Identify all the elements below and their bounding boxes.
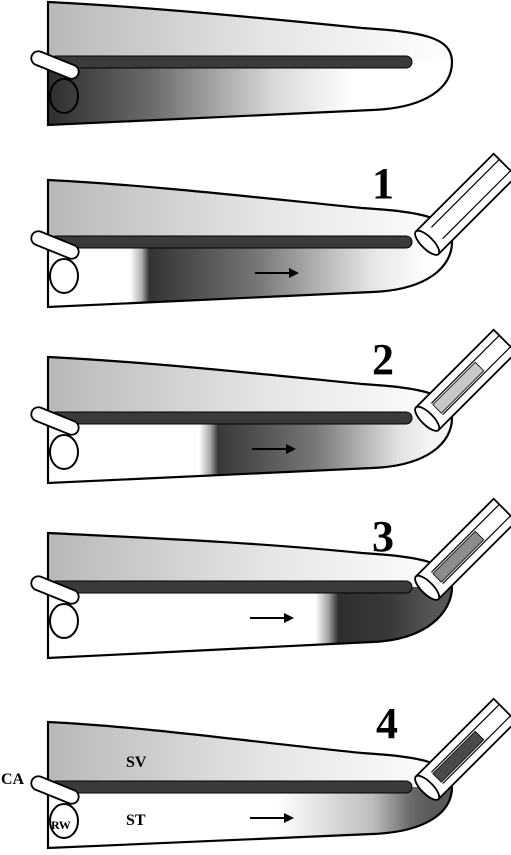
cochlea-panel-2 bbox=[30, 328, 511, 485]
panel-number-3: 3 bbox=[372, 512, 394, 561]
pipette-line bbox=[442, 515, 511, 585]
flow-arrow-head bbox=[286, 444, 296, 454]
pipette-tip bbox=[414, 774, 441, 801]
cochlear-partition bbox=[49, 411, 413, 425]
pipette-tip bbox=[414, 574, 441, 601]
panel-number-1: 1 bbox=[372, 159, 394, 208]
pipette bbox=[414, 497, 511, 601]
scala-tympani-label: ST bbox=[126, 812, 146, 829]
cochlea-outline bbox=[46, 0, 454, 127]
round-window bbox=[49, 803, 79, 839]
flow-arrow-head bbox=[284, 813, 294, 823]
pipette-tip bbox=[414, 405, 441, 432]
pipette bbox=[414, 328, 511, 432]
pipette-line bbox=[442, 346, 511, 416]
cochlear-aqueduct bbox=[30, 575, 80, 605]
pipette-fluid bbox=[432, 361, 485, 414]
cochlear-aqueduct bbox=[30, 50, 80, 80]
cochlea-outline bbox=[46, 355, 454, 485]
pipette-fluid bbox=[432, 730, 485, 783]
cochlea-panel-4 bbox=[30, 697, 511, 850]
scala-tympani-region bbox=[48, 587, 452, 658]
pipette-line bbox=[442, 170, 511, 240]
cochlear-aqueduct-label: CA bbox=[1, 771, 25, 788]
pipette bbox=[414, 152, 511, 256]
cochlear-aqueduct bbox=[30, 406, 80, 436]
pipette-line bbox=[430, 503, 500, 573]
cochlea-outline bbox=[46, 720, 454, 850]
cochlear-aqueduct bbox=[30, 230, 80, 260]
pipette-line bbox=[442, 715, 511, 785]
round-window-label: RW bbox=[51, 818, 71, 832]
cochlear-aqueduct bbox=[30, 775, 80, 805]
scala-tympani-region bbox=[48, 418, 452, 483]
pipette bbox=[414, 697, 511, 801]
pipette-line bbox=[430, 703, 500, 773]
panel-number-2: 2 bbox=[372, 335, 394, 384]
pipette-tip bbox=[414, 229, 441, 256]
scala-tympani-region bbox=[48, 62, 452, 125]
cochlea-outline bbox=[46, 178, 454, 309]
panel-number-4: 4 bbox=[376, 699, 398, 748]
cochlea-panel-1 bbox=[30, 152, 511, 309]
cochlea-outline bbox=[46, 531, 454, 660]
cochlear-partition bbox=[49, 580, 413, 594]
pipette-fluid bbox=[432, 530, 485, 583]
cochlea-panel-3 bbox=[30, 497, 511, 660]
round-window bbox=[49, 434, 79, 470]
cochlear-partition bbox=[49, 235, 413, 249]
cochlear-partition bbox=[49, 55, 413, 69]
round-window bbox=[49, 78, 79, 114]
flow-arrow-head bbox=[284, 613, 294, 623]
scala-vestibuli-label: SV bbox=[126, 754, 147, 771]
flow-arrow-head bbox=[289, 268, 299, 278]
round-window bbox=[49, 603, 79, 639]
scala-vestibuli-region bbox=[48, 533, 452, 587]
round-window bbox=[49, 258, 79, 294]
cochlea-panel-0 bbox=[30, 0, 454, 127]
pipette-line bbox=[430, 158, 500, 228]
scala-tympani-region bbox=[48, 242, 452, 307]
pipette-line bbox=[430, 334, 500, 404]
cochlear-partition bbox=[49, 780, 413, 794]
